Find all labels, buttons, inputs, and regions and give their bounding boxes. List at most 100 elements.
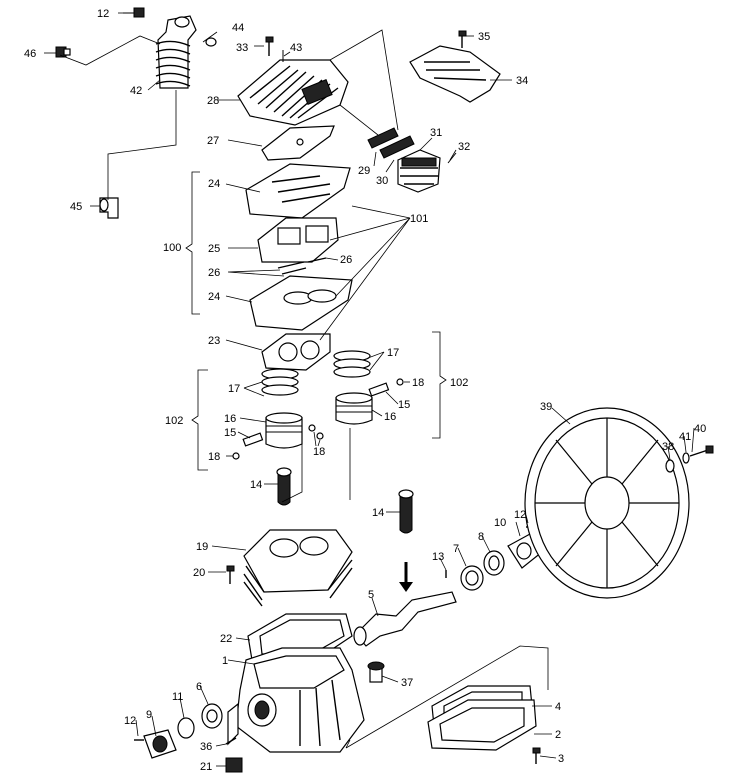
label-38: 38 [662, 441, 674, 453]
label-18-center: 18 [313, 446, 325, 458]
piston-16-left [265, 412, 303, 449]
screw-35 [458, 30, 467, 48]
part-labels: 12 44 33 43 35 46 42 34 28 27 31 32 29 3… [24, 8, 706, 773]
label-5: 5 [368, 589, 374, 601]
label-100: 100 [163, 242, 181, 254]
label-16-right: 16 [384, 411, 396, 423]
label-30: 30 [376, 175, 388, 187]
label-35: 35 [478, 31, 490, 43]
label-6: 6 [196, 681, 202, 693]
bolt-3 [532, 747, 541, 764]
label-27: 27 [207, 135, 219, 147]
label-37: 37 [401, 677, 413, 689]
cylinder-head-28 [237, 59, 349, 126]
seal-6 [201, 703, 223, 729]
crankshaft-5 [353, 591, 457, 647]
bolt-12-top [123, 7, 145, 18]
label-43: 43 [290, 42, 302, 54]
filter-31 [397, 149, 441, 193]
label-13: 13 [432, 551, 444, 563]
label-33: 33 [236, 42, 248, 54]
label-12a: 12 [97, 8, 109, 20]
bolt-40 [689, 445, 714, 457]
wrist-pin-15-left [242, 432, 264, 447]
label-21: 21 [200, 761, 212, 773]
label-101: 101 [410, 213, 428, 225]
label-1: 1 [222, 655, 228, 667]
piston-rings-17-right [333, 350, 371, 378]
label-15-right: 15 [398, 399, 410, 411]
label-19: 19 [196, 541, 208, 553]
bolt-33 [265, 36, 274, 56]
wrist-pin-15-right [368, 382, 390, 397]
label-12-right: 12 [514, 509, 526, 521]
label-32: 32 [458, 141, 470, 153]
plug-46 [55, 46, 71, 58]
manifold-42 [155, 15, 197, 89]
label-12-left: 12 [124, 715, 136, 727]
label-102-right: 102 [450, 377, 468, 389]
bracket-102-left [191, 369, 208, 471]
label-3: 3 [558, 753, 564, 765]
label-10: 10 [494, 517, 506, 529]
label-14-right: 14 [372, 507, 384, 519]
breather-37 [367, 661, 385, 683]
clip-18-c [316, 432, 324, 440]
label-39: 39 [540, 401, 552, 413]
o-ring-44 [205, 37, 217, 47]
seal-8 [483, 550, 505, 576]
base-plate-2 [427, 699, 537, 751]
elbow-45 [99, 197, 119, 219]
label-42: 42 [130, 85, 142, 97]
label-26-left: 26 [208, 267, 220, 279]
gasket-23 [261, 333, 331, 371]
label-17-left: 17 [228, 383, 240, 395]
label-41: 41 [679, 431, 691, 443]
label-29: 29 [358, 165, 370, 177]
label-14-left: 14 [250, 479, 262, 491]
label-23: 23 [208, 335, 220, 347]
cover-9 [143, 729, 177, 759]
screw-32 [447, 152, 457, 164]
label-20: 20 [193, 567, 205, 579]
reed-valve-29 [367, 127, 399, 149]
bolt-36 [225, 737, 237, 745]
gasket-25 [257, 217, 339, 263]
label-11: 11 [172, 691, 183, 703]
crankcase-1 [227, 647, 365, 753]
clip-18-d [396, 378, 404, 386]
clip-18-b [308, 424, 316, 432]
label-9: 9 [146, 709, 152, 721]
drain-plug-21 [225, 757, 243, 773]
label-44: 44 [232, 22, 244, 34]
label-45: 45 [70, 201, 82, 213]
bracket-102-right [432, 331, 447, 439]
bracket-100 [185, 171, 200, 315]
valve-plate-24-lower [249, 275, 353, 331]
label-40: 40 [694, 423, 706, 435]
piston-rings-17-left [261, 368, 299, 396]
clip-18-a [232, 452, 240, 460]
connecting-rod-14-right [398, 489, 414, 534]
label-7: 7 [453, 543, 459, 555]
label-18-left: 18 [208, 451, 220, 463]
label-102-left: 102 [165, 415, 183, 427]
washer-38 [665, 459, 675, 473]
reed-26 [277, 257, 327, 275]
label-28: 28 [207, 95, 219, 107]
gasket-27 [261, 125, 335, 161]
label-36: 36 [200, 741, 212, 753]
cylinder-19 [243, 529, 353, 607]
flywheel-39 [524, 407, 690, 599]
lock-washer-41 [682, 452, 690, 464]
label-4: 4 [555, 701, 561, 713]
assembly-arrow [399, 562, 413, 592]
label-15-left: 15 [224, 427, 236, 439]
label-24-lower: 24 [208, 291, 220, 303]
valve-plate-24-upper [245, 163, 351, 219]
bolt-20 [226, 565, 235, 584]
label-25: 25 [208, 243, 220, 255]
label-26-right: 26 [340, 254, 352, 266]
